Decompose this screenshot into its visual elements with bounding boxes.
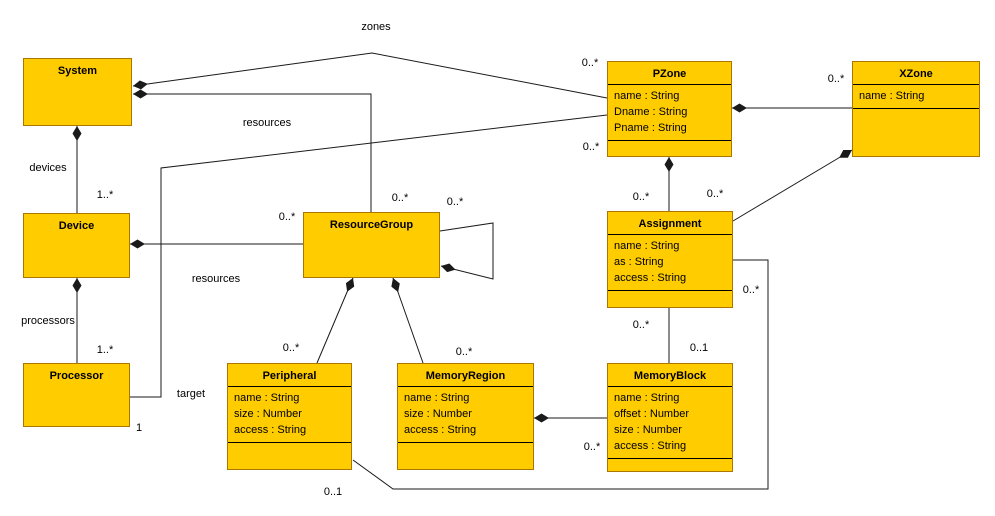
class-attribute: access : String [404,424,477,436]
edge-label: 0..* [278,211,296,223]
edge-system-resources-resourcegroup[interactable] [133,93,372,212]
composition-diamond-icon [732,103,747,113]
class-attribute: name : String [614,240,680,252]
attributes-compartment: name : String size : Number access : Strin… [228,386,351,443]
edge-label: 0..* [455,346,473,358]
composition-diamond-icon [664,157,674,172]
class-attribute: size : Number [404,408,472,420]
operations-compartment [853,109,979,156]
edge-label: 0..* [581,57,599,69]
class-name: Device [58,220,95,232]
edge-label: 0..* [632,191,650,203]
class-name: Assignment [638,218,702,230]
composition-diamond-icon [133,89,148,99]
attributes-compartment: name : String as : String access : String [608,234,732,291]
attributes-compartment: name : String [853,84,979,109]
edge-pzone-target-processor[interactable] [130,114,608,398]
edge-label: resources [242,117,292,129]
edge-label: 1..* [96,189,114,201]
class-attribute: name : String [859,90,925,102]
composition-diamond-icon [72,278,82,293]
class-attribute: as : String [614,256,664,268]
edge-label: 0..* [282,342,300,354]
composition-diamond-icon [839,150,852,158]
edge-label: processors [21,315,75,327]
edge-label: 1..* [96,344,114,356]
composition-diamond-icon [72,126,82,141]
class-resourcegroup[interactable]: ResourceGroup [303,212,440,278]
edge-label: 0..* [632,319,650,331]
attributes-compartment: name : String size : Number access : Strin… [398,386,533,443]
edge-resourcegroup-peripheral[interactable] [316,277,354,364]
class-attribute: access : String [234,424,307,436]
edge-label: 0..* [827,73,845,85]
class-xzone[interactable]: XZone name : String [852,61,980,157]
class-system[interactable]: System [23,58,132,126]
class-attribute: size : Number [234,408,302,420]
edge-label: 0..1 [689,342,709,354]
class-attribute: name : String [614,90,680,102]
class-attribute: name : String [404,392,470,404]
class-peripheral[interactable]: Peripheral name : String size : Number acce… [227,363,352,470]
class-name: ResourceGroup [329,219,414,231]
edge-label: zones [361,21,391,33]
class-memoryregion[interactable]: MemoryRegion name : String size : Number ac… [397,363,534,470]
composition-diamond-icon [534,413,549,423]
edge-label: target [176,388,206,400]
edge-label: 0..* [583,441,601,453]
class-device[interactable]: Device [23,213,130,278]
class-attribute: name : String [614,392,680,404]
composition-diamond-icon [441,263,456,273]
class-attribute: Dname : String [614,106,688,118]
class-name: MemoryBlock [633,370,707,382]
operations-compartment [228,443,351,469]
edge-system-zones-pzone[interactable] [132,52,608,99]
class-name: Peripheral [262,370,317,382]
operations-compartment [398,443,533,469]
class-processor[interactable]: Processor [23,363,130,427]
edge-xzone-assignment[interactable] [732,149,853,222]
class-name: System [57,65,98,77]
composition-diamond-icon [345,278,355,292]
composition-diamond-icon [130,239,145,249]
class-attribute: name : String [234,392,300,404]
edge-label: 0..* [582,141,600,153]
edge-label: 0..1 [323,486,343,498]
composition-diamond-icon [133,80,148,90]
edge-resourcegroup-memoryregion[interactable] [392,277,424,364]
composition-diamond-icon [391,278,400,293]
class-memoryblock[interactable]: MemoryBlock name : String offset : Number s… [607,363,733,472]
class-name: XZone [899,68,933,80]
class-name: MemoryRegion [425,370,506,382]
edge-label: devices [29,162,67,174]
operations-compartment [608,291,732,307]
edge-label: resources [191,273,241,285]
class-attribute: offset : Number [614,408,689,420]
class-assignment[interactable]: Assignment name : String as : String access… [607,211,733,308]
edge-resourcegroup-self[interactable] [439,222,494,280]
class-attribute: access : String [614,440,687,452]
class-attribute: Pname : String [614,122,687,134]
class-name: Processor [49,370,104,382]
attributes-compartment: name : String offset : Number size : Numbe… [608,386,732,459]
operations-compartment [608,141,731,156]
edge-label: 0..* [706,188,724,200]
class-attribute: access : String [614,272,687,284]
class-attribute: size : Number [614,424,682,436]
edge-label: 0..* [446,196,464,208]
edge-label: 1 [135,422,143,434]
edge-assignment-peripheral[interactable] [352,259,769,490]
edge-label: 0..* [742,284,760,296]
operations-compartment [608,459,732,471]
edge-label: 0..* [391,192,409,204]
class-name: PZone [652,68,687,80]
